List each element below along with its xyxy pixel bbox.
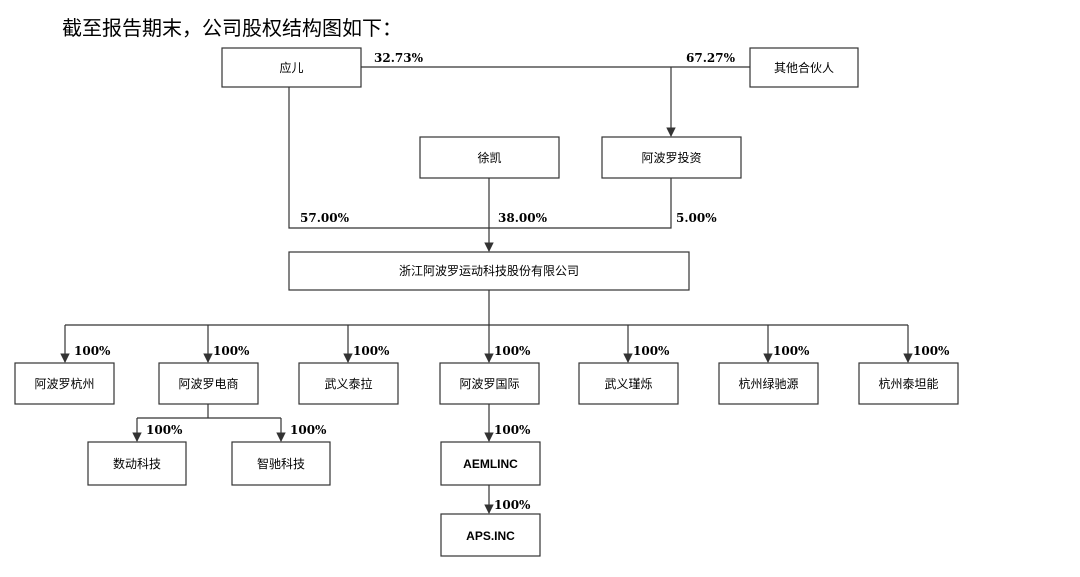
node-yinger: 应儿 <box>221 47 362 88</box>
node-shudong-tech-label: 数动科技 <box>113 456 161 471</box>
node-other-partners: 其他合伙人 <box>749 47 859 88</box>
node-wuyi-jinshuo: 武义瑾烁 <box>578 362 679 405</box>
node-zhichi-tech: 智驰科技 <box>231 441 331 486</box>
node-zhichi-tech-label: 智驰科技 <box>257 456 305 471</box>
node-hangzhou-taitanneng: 杭州泰坦能 <box>858 362 959 405</box>
node-aps: APS.INC <box>440 513 541 557</box>
pct-ecommerce-to-zhichi: 100% <box>290 423 327 437</box>
node-yinger-label: 应儿 <box>279 60 303 75</box>
pct-xukai-to-company: 38.00% <box>498 211 548 225</box>
line-yinger-to-company <box>288 87 489 229</box>
pct-company-to-hangzhou-taitanneng: 100% <box>913 344 950 358</box>
node-hangzhou-lvchiyuan-label: 杭州绿驰源 <box>738 376 798 391</box>
line-investment-to-company <box>489 178 672 229</box>
pct-company-to-wuyi-jinshuo: 100% <box>633 344 670 358</box>
pct-international-to-aeml: 100% <box>494 423 531 437</box>
pct-company-to-hangzhou-lvchiyuan: 100% <box>773 344 810 358</box>
pct-yinger-to-investment: 32.73% <box>374 51 424 65</box>
node-aeml: AEMLINC <box>440 441 541 486</box>
page-heading: 截至报告期末，公司股权结构图如下： <box>62 16 402 40</box>
node-apollo-investment: 阿波罗投资 <box>601 136 742 179</box>
node-apollo-hangzhou: 阿波罗杭州 <box>14 362 115 405</box>
node-company-label: 浙江阿波罗运动科技股份有限公司 <box>399 264 579 278</box>
pct-ecommerce-to-shudong: 100% <box>146 423 183 437</box>
pct-company-to-wuyi-taila: 100% <box>353 344 390 358</box>
pct-company-to-apollo-ecommerce: 100% <box>213 344 250 358</box>
node-shudong-tech: 数动科技 <box>87 441 187 486</box>
node-wuyi-taila: 武义泰拉 <box>298 362 399 405</box>
node-other-partners-label: 其他合伙人 <box>774 60 834 75</box>
node-apollo-ecommerce-label: 阿波罗电商 <box>178 376 238 391</box>
node-apollo-investment-label: 阿波罗投资 <box>641 150 701 165</box>
connectors <box>60 66 913 514</box>
node-xukai-label: 徐凯 <box>477 150 501 165</box>
pct-company-to-apollo-hangzhou: 100% <box>74 344 111 358</box>
node-apollo-hangzhou-label: 阿波罗杭州 <box>34 376 94 391</box>
node-wuyi-taila-label: 武义泰拉 <box>324 376 372 391</box>
node-hangzhou-taitanneng-label: 杭州泰坦能 <box>878 376 938 391</box>
pct-aeml-to-aps: 100% <box>494 498 531 512</box>
node-aeml-label: AEMLINC <box>463 457 518 471</box>
node-wuyi-jinshuo-label: 武义瑾烁 <box>604 377 652 391</box>
pct-yinger-to-company: 57.00% <box>300 211 350 225</box>
node-hangzhou-lvchiyuan: 杭州绿驰源 <box>718 362 819 405</box>
pct-company-to-apollo-international: 100% <box>494 344 531 358</box>
pct-others-to-investment: 67.27% <box>686 51 736 65</box>
node-apollo-international: 阿波罗国际 <box>439 362 540 405</box>
node-aps-label: APS.INC <box>466 529 515 543</box>
node-apollo-international-label: 阿波罗国际 <box>459 377 519 391</box>
node-xukai: 徐凯 <box>419 136 560 179</box>
node-apollo-ecommerce: 阿波罗电商 <box>158 362 259 405</box>
percentage-labels: 32.73% 67.27% 57.00% 38.00% 5.00% 100% 1… <box>74 51 950 512</box>
node-company: 浙江阿波罗运动科技股份有限公司 <box>288 251 690 291</box>
pct-investment-to-company: 5.00% <box>676 211 717 225</box>
